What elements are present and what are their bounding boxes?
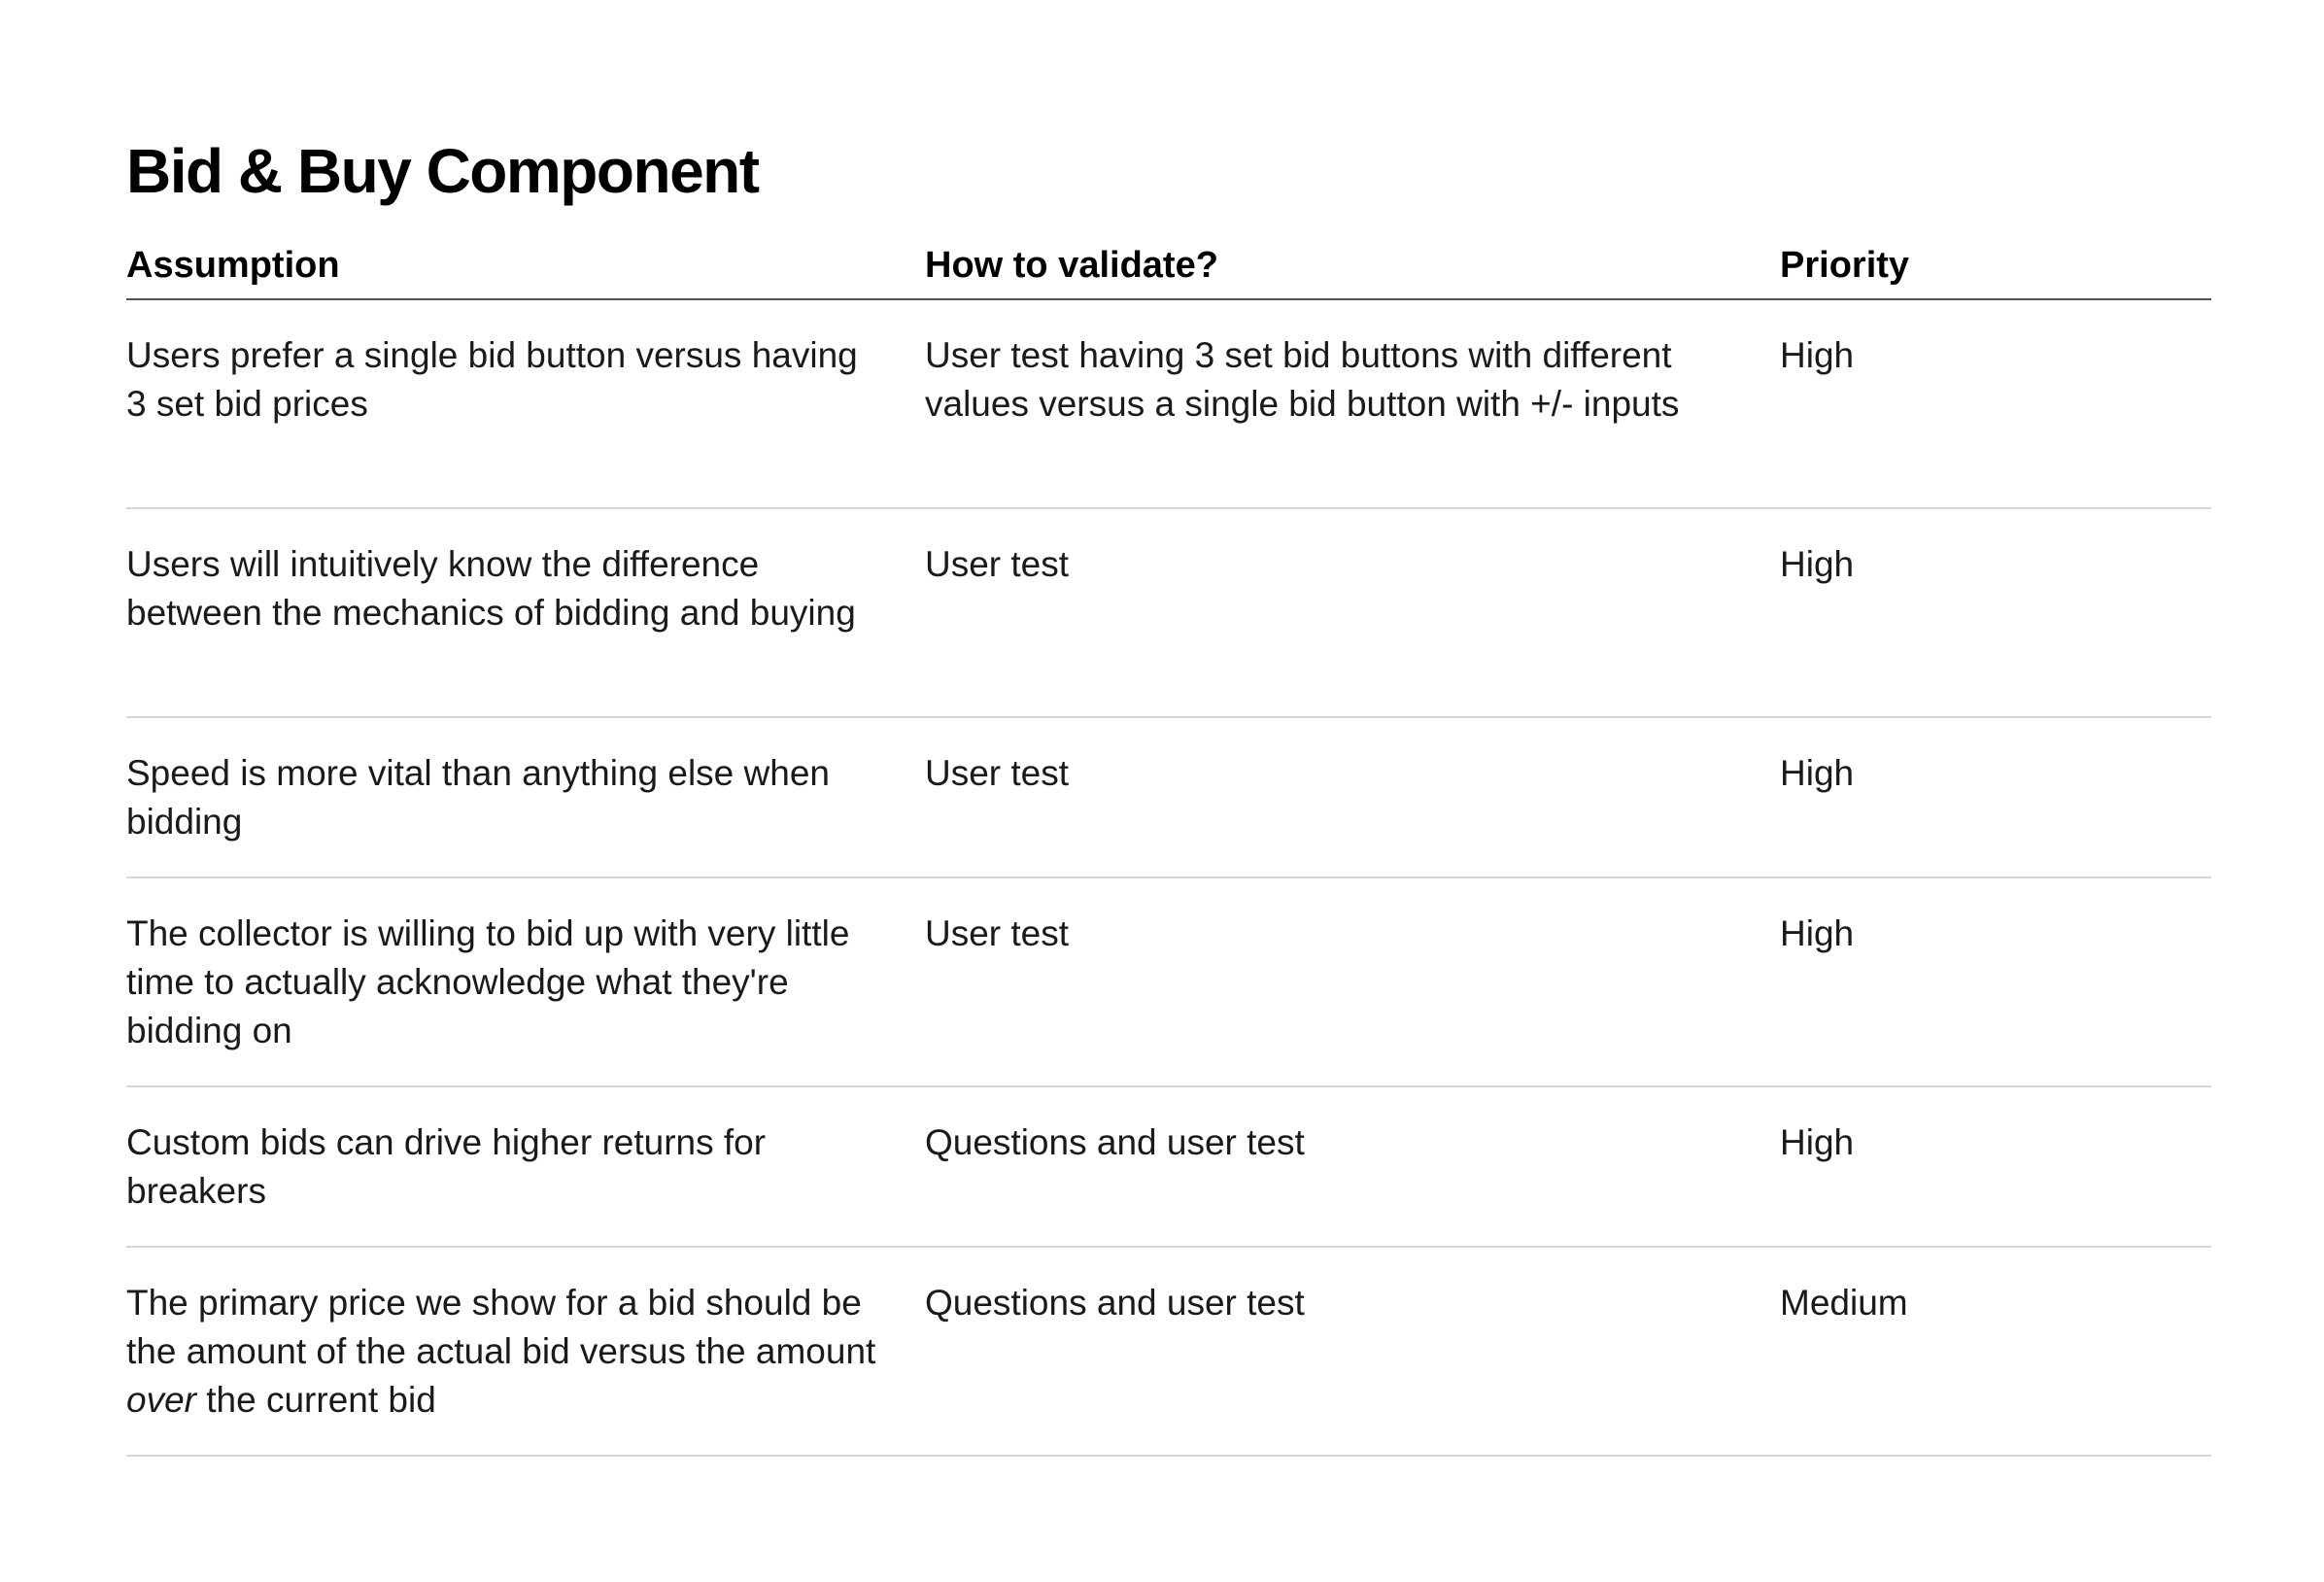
cell-assumption: Users will intuitively know the differen… bbox=[126, 544, 856, 633]
assumptions-table: Assumption How to validate? Priority Use… bbox=[126, 243, 2211, 1457]
cell-assumption: Custom bids can drive higher returns for… bbox=[126, 1122, 767, 1211]
cell-assumption: Speed is more vital than anything else w… bbox=[126, 753, 830, 842]
cell-how-to-validate: User test bbox=[925, 913, 1070, 953]
cell-how-to-validate: User test having 3 set bid buttons with … bbox=[925, 335, 1680, 424]
header-how-to-validate: How to validate? bbox=[925, 245, 1218, 286]
cell-assumption: The primary price we show for a bid shou… bbox=[126, 1279, 925, 1455]
table-row: Users will intuitively know the differen… bbox=[126, 509, 2211, 718]
cell-priority: High bbox=[1780, 1122, 1855, 1162]
cell-assumption: Users prefer a single bid button versus … bbox=[126, 335, 858, 424]
cell-priority: High bbox=[1780, 913, 1855, 953]
assumption-text-end: the current bid bbox=[195, 1380, 436, 1420]
header-assumption: Assumption bbox=[126, 245, 340, 286]
cell-priority: High bbox=[1780, 544, 1855, 584]
assumption-emphasis: over bbox=[126, 1380, 196, 1420]
table-header-row: Assumption How to validate? Priority bbox=[126, 243, 2211, 300]
table-row: Users prefer a single bid button versus … bbox=[126, 300, 2211, 509]
table-row: The collector is willing to bid up with … bbox=[126, 878, 2211, 1087]
cell-how-to-validate: Questions and user test bbox=[925, 1122, 1305, 1162]
table-row: Custom bids can drive higher returns for… bbox=[126, 1087, 2211, 1248]
assumption-text-start: The primary price we show for a bid shou… bbox=[126, 1283, 876, 1371]
cell-how-to-validate: User test bbox=[925, 753, 1070, 793]
cell-how-to-validate: User test bbox=[925, 544, 1070, 584]
header-priority: Priority bbox=[1780, 245, 1910, 286]
cell-priority: Medium bbox=[1780, 1283, 1908, 1323]
cell-priority: High bbox=[1780, 753, 1855, 793]
cell-assumption: The collector is willing to bid up with … bbox=[126, 913, 850, 1050]
cell-priority: High bbox=[1780, 335, 1855, 375]
table-row: The primary price we show for a bid shou… bbox=[126, 1248, 2211, 1457]
cell-how-to-validate: Questions and user test bbox=[925, 1283, 1305, 1323]
table-row: Speed is more vital than anything else w… bbox=[126, 718, 2211, 878]
page-title: Bid & Buy Component bbox=[126, 136, 760, 206]
